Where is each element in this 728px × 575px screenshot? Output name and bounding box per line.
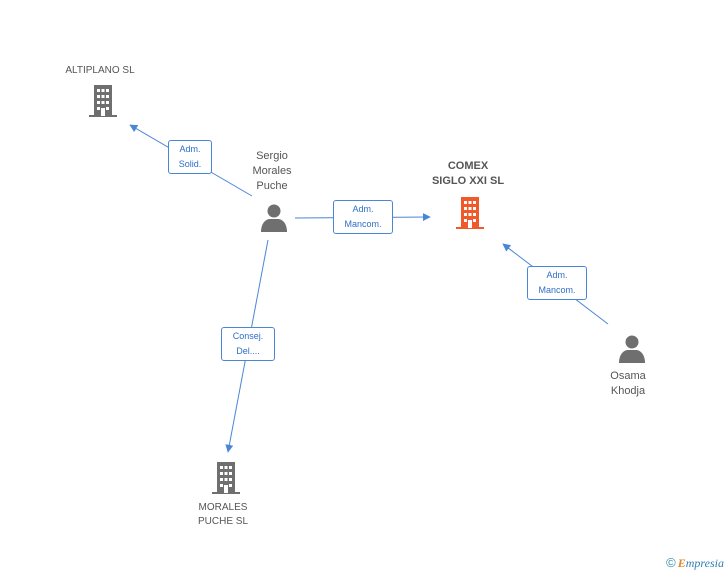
edge-label-line: Mancom. [538,285,576,295]
node-label-line: Morales [252,165,292,177]
edge-label-line: Mancom. [344,219,382,229]
copyright-icon: © [666,555,676,570]
node-label-comex: COMEX SIGLO XXI SL [408,159,528,189]
node-label-line: Sergio [256,150,288,162]
node-label-sergio: Sergio Morales Puche [222,149,322,194]
edge-label-line: Solid. [178,159,202,169]
edge-label-line: Adm. [179,144,201,154]
node-label-line: Puche [256,180,288,192]
node-label-altiplano: ALTIPLANO SL [40,64,160,78]
node-label-line: COMEX [447,160,489,172]
building-icon[interactable] [453,196,487,230]
node-label-line: MORALES [198,502,248,513]
node-label-line: Khodja [610,385,646,397]
edge-label-sergio-altiplano[interactable]: Adm. Solid. [168,140,212,174]
node-label-line: Osama [610,370,646,382]
building-icon[interactable] [86,84,120,118]
edge-label-line: Del.... [236,346,260,356]
brand-name: mpresia [685,556,724,570]
person-icon[interactable] [617,334,647,364]
building-icon[interactable] [209,461,243,495]
node-label-osama: Osama Khodja [588,369,668,399]
edge-label-sergio-morales[interactable]: Consej. Del.... [221,327,275,361]
edge-label-osama-comex[interactable]: Adm. Mancom. [527,266,587,300]
node-label-line: PUCHE SL [197,516,248,527]
edge-label-sergio-comex[interactable]: Adm. Mancom. [333,200,393,234]
brand-watermark[interactable]: ©Empresia [666,555,724,571]
node-label-line: SIGLO XXI SL [431,175,505,187]
edge-label-line: Adm. [352,204,374,214]
edge-label-line: Adm. [546,270,568,280]
person-icon[interactable] [259,203,289,233]
node-label-line: ALTIPLANO SL [65,65,135,76]
node-label-morales: MORALES PUCHE SL [168,501,278,529]
edge-label-line: Consej. [232,331,264,341]
brand-logo-initial: E [677,556,686,570]
